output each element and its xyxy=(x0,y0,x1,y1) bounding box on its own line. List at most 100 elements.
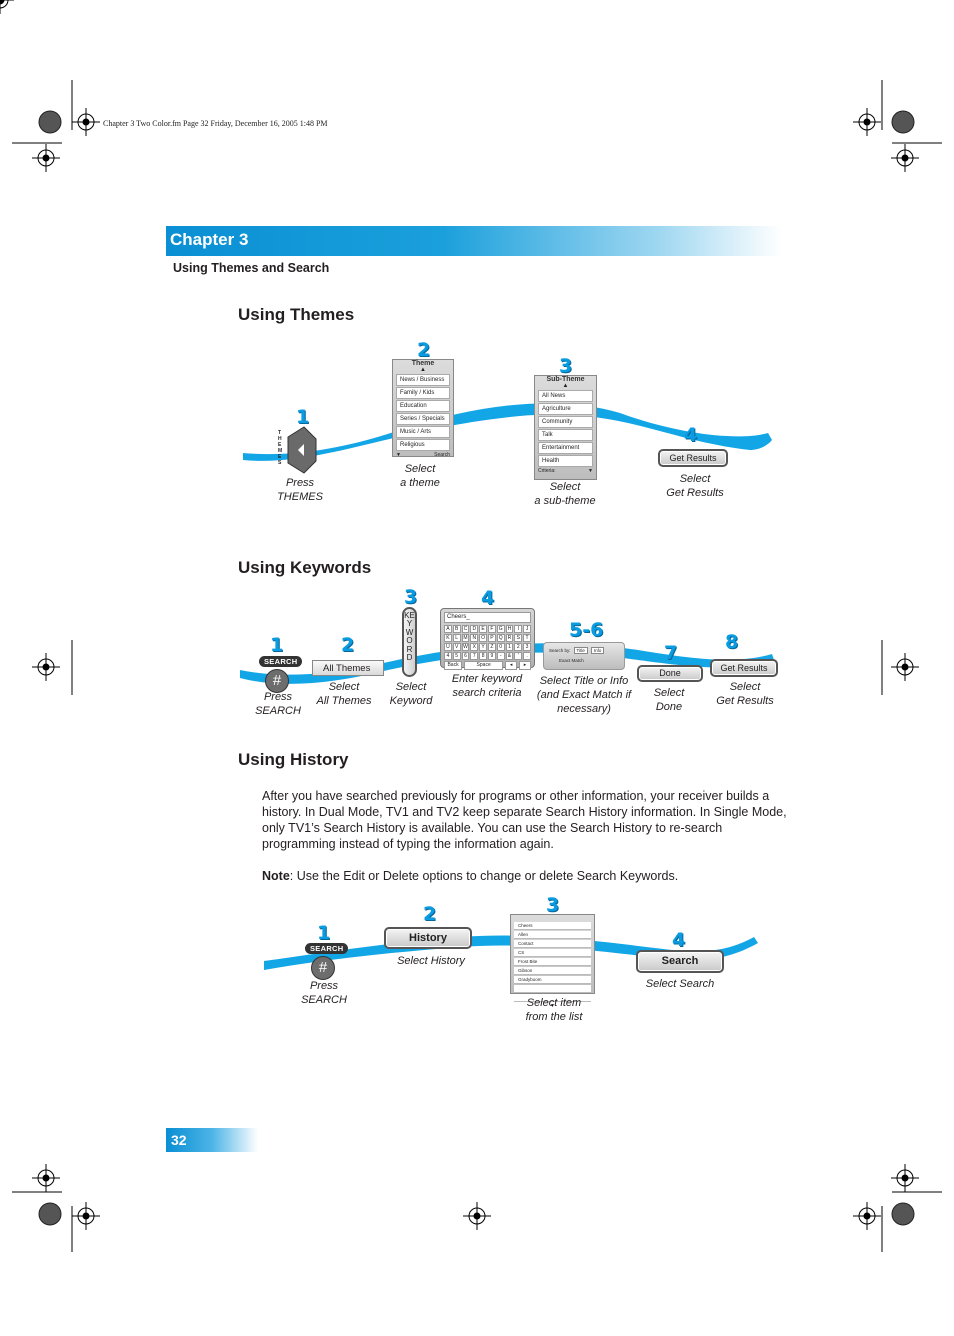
themes-caption-2: Select a theme xyxy=(382,462,458,490)
space-key[interactable]: Space xyxy=(464,661,503,670)
theme-menu-item[interactable]: Series / Specials xyxy=(396,413,450,425)
cursor-left-key[interactable]: ◂ xyxy=(505,661,517,670)
keyboard-key[interactable]: R xyxy=(506,634,514,642)
keyboard-key[interactable]: U xyxy=(444,643,452,651)
history-list-item[interactable]: Allen xyxy=(514,931,591,939)
all-themes-button[interactable]: All Themes xyxy=(312,660,384,676)
keyboard-key[interactable]: 0 xyxy=(497,643,505,651)
keywords-caption-8: Select Get Results xyxy=(705,680,785,708)
keyboard-key[interactable]: S xyxy=(514,634,522,642)
keyboard-key[interactable]: K xyxy=(444,634,452,642)
chevron-down-icon[interactable]: ▼ xyxy=(588,468,593,474)
note-label: Note xyxy=(262,869,290,883)
keyboard-key[interactable]: 2 xyxy=(514,643,522,651)
keyboard-key[interactable]: L xyxy=(453,634,461,642)
themes-step-2: 2 xyxy=(417,339,430,361)
keyboard-key[interactable]: G xyxy=(497,625,505,633)
subtheme-menu-item[interactable]: Agriculture xyxy=(538,403,593,415)
keywords-caption-1: Press SEARCH xyxy=(240,690,316,718)
cursor-right-key[interactable]: ▸ xyxy=(519,661,531,670)
keyboard-key[interactable]: O xyxy=(479,634,487,642)
history-hash-key[interactable]: # xyxy=(311,956,335,980)
page-number: 32 xyxy=(171,1132,187,1148)
keyword-button[interactable]: KEYWORD xyxy=(402,607,417,677)
keyboard-key[interactable]: C xyxy=(462,625,470,633)
chevron-up-icon[interactable]: ▲ xyxy=(393,367,453,373)
keyboard-key[interactable]: & xyxy=(506,652,514,660)
theme-menu-item[interactable]: Education xyxy=(396,400,450,412)
keyboard-key[interactable]: 5 xyxy=(453,652,461,660)
keyboard-key[interactable]: M xyxy=(462,634,470,642)
keyboard-key[interactable]: V xyxy=(453,643,461,651)
keyboard-key[interactable]: J xyxy=(523,625,531,633)
keyboard-key[interactable]: Y xyxy=(479,643,487,651)
keyboard-key[interactable]: - xyxy=(497,652,505,660)
keyboard-key[interactable]: N xyxy=(470,634,478,642)
history-caption-2: Select History xyxy=(384,954,478,968)
keyboard-key[interactable]: ' xyxy=(514,652,522,660)
chevron-up-icon[interactable]: ▲ xyxy=(535,383,596,389)
done-button[interactable]: Done xyxy=(637,665,703,682)
keyboard-key[interactable]: D xyxy=(470,625,478,633)
history-button[interactable]: History xyxy=(384,927,472,949)
search-by-label: Search by: xyxy=(549,648,571,653)
keywords-caption-7: Select Done xyxy=(640,686,698,714)
chevron-down-icon[interactable]: ▼ xyxy=(396,452,401,458)
keyboard-key[interactable]: Q xyxy=(497,634,505,642)
keywords-get-results-button[interactable]: Get Results xyxy=(710,659,778,677)
subtheme-menu-item[interactable]: Talk xyxy=(538,429,593,441)
info-option[interactable]: Info xyxy=(591,647,605,654)
history-list-item[interactable]: Contact xyxy=(514,940,591,948)
keyboard-key[interactable]: H xyxy=(506,625,514,633)
history-step-1: 1 xyxy=(317,922,330,944)
heading-using-history: Using History xyxy=(238,750,349,770)
history-caption-3: Select item from the list xyxy=(509,996,599,1024)
keyboard-key[interactable]: 6 xyxy=(462,652,470,660)
keyboard-key[interactable]: . xyxy=(523,652,531,660)
keyboard-key[interactable]: 3 xyxy=(523,643,531,651)
keyboard-key[interactable]: 9 xyxy=(488,652,496,660)
keyboard-key[interactable]: E xyxy=(479,625,487,633)
subtheme-menu-item[interactable]: Community xyxy=(538,416,593,428)
keyboard-key[interactable]: Z xyxy=(488,643,496,651)
keyboard-key[interactable]: 7 xyxy=(470,652,478,660)
theme-menu-item[interactable]: Family / Kids xyxy=(396,387,450,399)
keyboard-key[interactable]: T xyxy=(523,634,531,642)
keyboard-key[interactable]: I xyxy=(514,625,522,633)
keyboard-key[interactable]: B xyxy=(453,625,461,633)
history-step-3: 3 xyxy=(546,894,559,916)
subtheme-menu-item[interactable]: Health xyxy=(538,455,593,467)
exact-match-option[interactable]: Exact Match xyxy=(549,658,619,663)
back-key[interactable]: Back xyxy=(444,661,462,670)
keyword-entry-field[interactable]: Cheers_ xyxy=(444,612,531,623)
keyboard-key[interactable]: P xyxy=(488,634,496,642)
title-option[interactable]: Title xyxy=(574,647,588,654)
keyboard-key[interactable]: F xyxy=(488,625,496,633)
keyboard-key[interactable]: A xyxy=(444,625,452,633)
keywords-caption-3: Select Keyword xyxy=(378,680,444,708)
history-list-item[interactable]: Gradyboom xyxy=(514,976,591,984)
keyboard-key[interactable]: 8 xyxy=(479,652,487,660)
subtheme-menu: Sub-Theme ▲ All News Agriculture Communi… xyxy=(534,375,597,480)
history-caption-1: Press SEARCH xyxy=(286,979,362,1007)
themes-remote-key[interactable] xyxy=(284,425,318,475)
history-list-item[interactable]: Cheers xyxy=(514,922,591,930)
subtheme-menu-item[interactable]: All News xyxy=(538,390,593,402)
theme-menu-item[interactable]: News / Business xyxy=(396,374,450,386)
keyboard-key[interactable]: X xyxy=(470,643,478,651)
history-list-item[interactable]: CS xyxy=(514,949,591,957)
subtheme-menu-item[interactable]: Entertainment xyxy=(538,442,593,454)
themes-get-results-button[interactable]: Get Results xyxy=(658,449,728,467)
history-search-button[interactable]: Search xyxy=(636,950,724,973)
theme-menu-item[interactable]: Religious xyxy=(396,439,450,451)
keyboard-key[interactable]: W xyxy=(462,643,470,651)
keyboard-key[interactable]: 1 xyxy=(506,643,514,651)
history-list-item[interactable]: Frost Bite xyxy=(514,958,591,966)
keywords-step-4: 4 xyxy=(481,587,494,609)
keyboard-key[interactable]: 4 xyxy=(444,652,452,660)
theme-menu-item[interactable]: Music / Arts xyxy=(396,426,450,438)
heading-using-themes: Using Themes xyxy=(238,305,354,325)
history-list-item[interactable]: Gibson xyxy=(514,967,591,975)
history-list: CheersAllenContactCSFrost BiteGibsonGrad… xyxy=(510,914,595,994)
